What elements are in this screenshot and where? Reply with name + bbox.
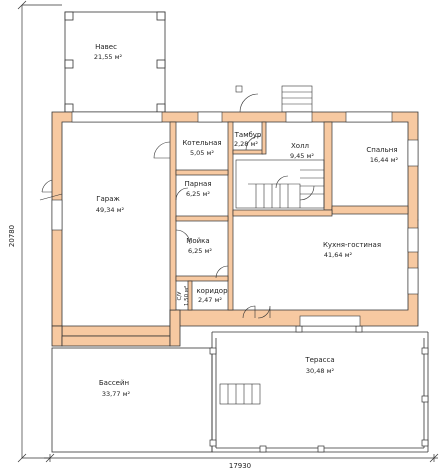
room-label-garazh: Гараж 49,34 м²: [96, 195, 125, 214]
svg-text:Терасса: Терасса: [304, 356, 334, 364]
svg-text:9,45 м²: 9,45 м²: [290, 152, 314, 160]
svg-text:Парная: Парная: [184, 180, 211, 188]
dim-width-label: 17930: [229, 462, 251, 470]
svg-text:Бассейн: Бассейн: [99, 379, 129, 387]
room-label-koridor: коридор 2,47 м²: [196, 287, 228, 304]
svg-text:коридор: коридор: [196, 287, 228, 295]
dim-height-label: 20780: [8, 225, 16, 247]
svg-text:Котельная: Котельная: [182, 139, 221, 147]
svg-text:Холл: Холл: [291, 142, 309, 150]
room-label-moyka: Мойка 6,25 м²: [186, 237, 212, 255]
windows: [51, 111, 419, 327]
terrace-steps: [219, 383, 261, 405]
room-label-basseyn: Бассейн 33,77 м²: [99, 379, 131, 398]
svg-text:49,34 м²: 49,34 м²: [96, 206, 125, 214]
svg-text:5,05 м²: 5,05 м²: [190, 149, 214, 157]
room-label-su: С/У 1,50 м²: [177, 286, 190, 306]
room-label-spalnya: Спальня 16,44 м²: [366, 146, 398, 164]
svg-text:Навес: Навес: [95, 43, 117, 51]
staircase: [235, 159, 325, 209]
room-label-kuhnya: Кухня-гостиная 41,64 м²: [323, 241, 381, 259]
svg-text:2,47 м²: 2,47 м²: [198, 296, 222, 304]
svg-text:С/У: С/У: [177, 291, 183, 301]
room-label-naves: Навес 21,55 м²: [94, 43, 123, 61]
svg-text:30,48 м²: 30,48 м²: [306, 367, 335, 375]
svg-text:Кухня-гостиная: Кухня-гостиная: [323, 241, 381, 249]
room-label-kotelnaya: Котельная 5,05 м²: [182, 139, 221, 157]
svg-text:16,44 м²: 16,44 м²: [370, 156, 399, 164]
dimension-lines: [17, 0, 439, 463]
svg-text:Гараж: Гараж: [96, 195, 120, 203]
svg-text:6,25 м²: 6,25 м²: [186, 190, 210, 198]
room-label-parnaya: Парная 6,25 м²: [184, 180, 211, 198]
svg-text:2,28 м²: 2,28 м²: [234, 140, 258, 148]
svg-text:Тамбур: Тамбур: [234, 131, 262, 139]
svg-text:1,50 м²: 1,50 м²: [183, 286, 190, 306]
entrance-porch: [235, 85, 313, 113]
interior-walls: [169, 121, 409, 311]
svg-text:Спальня: Спальня: [366, 146, 397, 154]
room-label-terrasa: Терасса 30,48 м²: [304, 356, 334, 375]
svg-text:33,77 м²: 33,77 м²: [102, 390, 131, 398]
svg-text:6,25 м²: 6,25 м²: [188, 247, 212, 255]
svg-text:41,64 м²: 41,64 м²: [324, 251, 353, 259]
room-label-tambur: Тамбур 2,28 м²: [234, 131, 262, 148]
room-label-holl: Холл 9,45 м²: [290, 142, 314, 160]
canopy: [64, 11, 166, 113]
terrace-posts: [209, 325, 429, 453]
svg-text:21,55 м²: 21,55 м²: [94, 53, 123, 61]
svg-text:Мойка: Мойка: [186, 237, 209, 245]
doors: [39, 135, 315, 319]
